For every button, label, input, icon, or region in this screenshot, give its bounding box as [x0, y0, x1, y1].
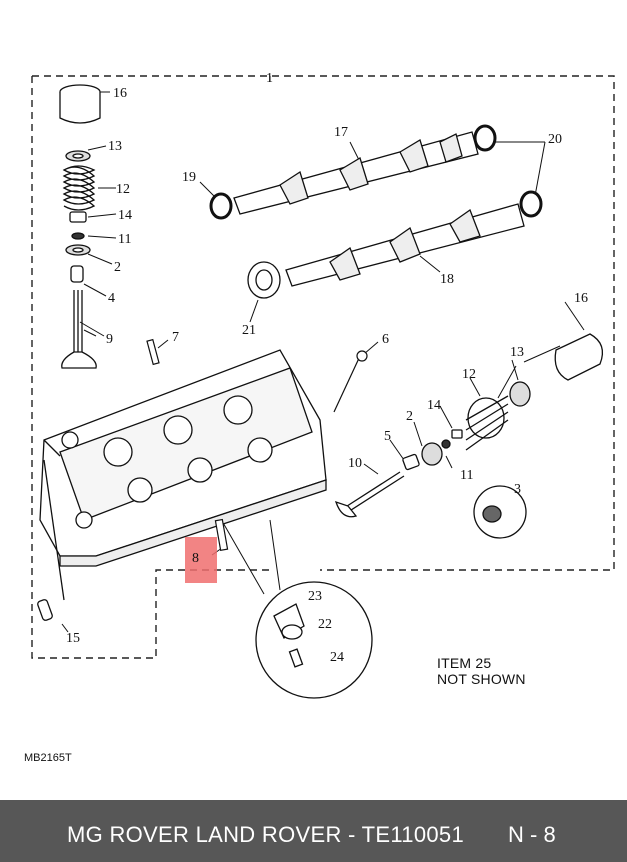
callout-15: 15 — [66, 631, 80, 646]
callout-18: 18 — [440, 272, 454, 287]
callout-22: 22 — [318, 617, 332, 632]
callout-4: 4 — [108, 291, 115, 306]
callout-6: 6 — [382, 332, 389, 347]
callout-14-right: 14 — [427, 398, 441, 413]
callout-12-right: 12 — [462, 367, 476, 382]
callout-20: 20 — [548, 132, 562, 147]
callout-9: 9 — [106, 332, 113, 347]
callout-14-left: 14 — [118, 208, 132, 223]
callout-16-right: 16 — [574, 291, 588, 306]
callout-11-left: 11 — [118, 232, 131, 247]
callout-2-left: 2 — [114, 260, 121, 275]
callout-24: 24 — [330, 650, 344, 665]
callout-12-left: 12 — [116, 182, 130, 197]
footer-title: MG ROVER LAND ROVER - TE110051 — [67, 822, 464, 847]
right-valve-stack — [334, 333, 604, 518]
cylinder-head — [37, 349, 327, 621]
callout-23: 23 — [308, 589, 322, 604]
callout-1: 1 — [266, 71, 273, 86]
leader-lines — [61, 76, 585, 657]
camshafts — [209, 124, 543, 299]
fasteners — [146, 338, 368, 551]
callout-5: 5 — [384, 429, 391, 444]
footer-page-number: N - 8 — [508, 822, 556, 847]
callout-17: 17 — [334, 125, 348, 140]
item-note-line2: NOT SHOWN — [437, 671, 526, 687]
callout-7: 7 — [172, 330, 179, 345]
callout-3: 3 — [514, 482, 521, 497]
drawing-code: MB2165T — [24, 752, 72, 764]
item-note-line1: ITEM 25 — [437, 655, 492, 671]
item-note: ITEM 25 NOT SHOWN — [437, 655, 526, 687]
callout-13-right: 13 — [510, 345, 524, 360]
callout-10: 10 — [348, 456, 362, 471]
callout-labels: 1 16 13 12 14 11 2 4 9 17 20 19 18 21 7 … — [66, 71, 588, 665]
callout-2-right: 2 — [406, 409, 413, 424]
callout-21: 21 — [242, 323, 256, 338]
callout-19: 19 — [182, 170, 196, 185]
callout-11-right: 11 — [460, 468, 473, 483]
callout-13-left: 13 — [108, 139, 122, 154]
highlight-marker — [185, 537, 217, 583]
footer-bar: MG ROVER LAND ROVER - TE110051 N - 8 — [0, 800, 627, 862]
assembly-boundary — [31, 75, 615, 659]
callout-16-left: 16 — [113, 86, 127, 101]
exploded-parts-diagram: 1 16 13 12 14 11 2 4 9 17 20 19 18 21 7 … — [31, 71, 615, 699]
left-valve-stack — [59, 84, 101, 369]
detail-views — [255, 485, 527, 699]
